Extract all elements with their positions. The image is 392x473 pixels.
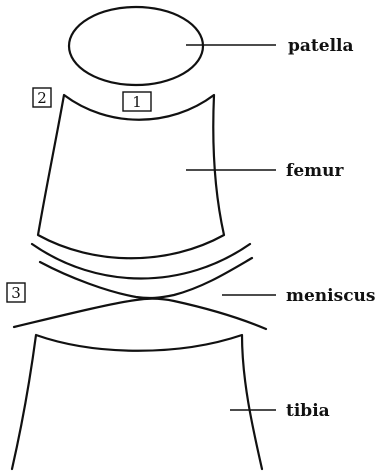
marker-2-label: 2: [37, 89, 47, 107]
tibia-shape: [12, 335, 262, 469]
marker-3-label: 3: [11, 284, 21, 302]
marker-1-label: 1: [132, 93, 142, 111]
meniscus-label: meniscus: [286, 286, 375, 306]
patella-label: patella: [288, 36, 354, 56]
meniscus-lower-curve: [14, 299, 266, 329]
tibia-label: tibia: [286, 401, 330, 421]
femur-label: femur: [286, 161, 344, 181]
femur-shape: [38, 95, 224, 258]
patella-shape: [69, 7, 203, 85]
